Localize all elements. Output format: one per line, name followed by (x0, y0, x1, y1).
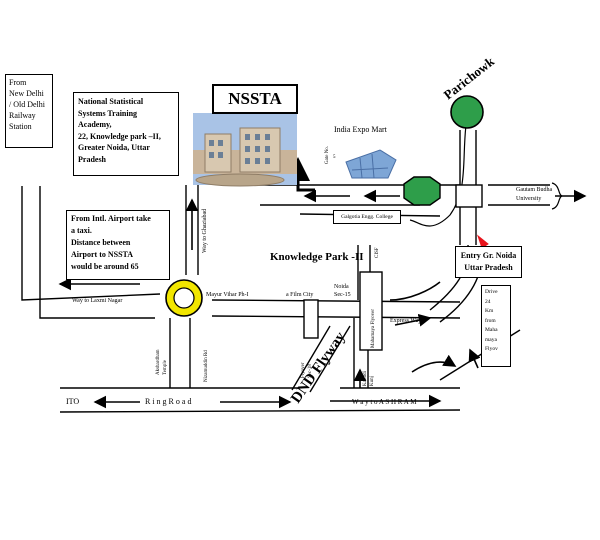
nssta-building-photo (193, 113, 297, 187)
label-cisf: CISF (375, 247, 380, 258)
label-flyover18-2: Sec-18 (308, 364, 313, 378)
station-line: Station (9, 122, 32, 131)
label-kalindi-1: Kalindi (363, 370, 368, 386)
expo-building-icon (345, 149, 397, 179)
label-gautam-2: University (516, 196, 541, 202)
from-station-box: From New Delhi / Old Delhi Railway Stati… (5, 74, 53, 148)
academy-line: Academy, (78, 120, 112, 129)
label-flyover18-1: Flyover (301, 362, 306, 378)
arrow-expressway (394, 313, 432, 327)
arrow-express (389, 281, 441, 301)
drive-line: Maha (485, 327, 498, 333)
drive-box: Drive 24 Km from Maha maya Flyov (481, 285, 511, 367)
hexagon-marker (403, 176, 441, 206)
arrow-to-nssta (286, 157, 315, 192)
label-kalindi-2: Kunj (370, 376, 375, 386)
label-noida-2: Sec-15 (334, 292, 351, 298)
route-curve (409, 124, 467, 227)
arrows (58, 157, 587, 409)
label-nizamuddin: Nizamuddin Rd (204, 350, 209, 382)
road-left-2 (39, 186, 155, 319)
galgotia-box: Galgotia Engg. College (333, 210, 401, 224)
label-expressway: Express Way (390, 318, 421, 324)
entry-box: Entry Gr. Noida Uttar Pradesh (455, 246, 522, 278)
label-india-expo: India Expo Mart (334, 125, 388, 134)
academy-line: Systems Training (78, 108, 138, 118)
station-line: / Old Delhi (9, 100, 45, 109)
label-gate-1: Gate No. (325, 146, 330, 164)
label-akshardham-2: Temple (163, 359, 168, 375)
label-ring-road: R i n g R o a d (145, 397, 191, 406)
airport-line: Distance between (71, 238, 131, 247)
galgotia-label: Galgotia Engg. College (341, 214, 393, 220)
label-laxmi: Way to Laxmi Nagar (72, 298, 122, 304)
label-akshardham-1: Akshardham (156, 349, 161, 375)
road-mayur-top (211, 299, 461, 303)
label-gautam-1: Gautam Budha (516, 187, 552, 193)
label-film-city: a Film City (286, 292, 313, 298)
drive-line: Drive (485, 289, 498, 295)
academy-line: 22, Knowledge park –II, (78, 131, 161, 141)
road-ring-bottom (59, 409, 461, 413)
airport-line: Airport to NSSTA (71, 250, 134, 259)
airport-line: a taxi. (71, 226, 92, 235)
road-mayur-bottom (211, 315, 461, 319)
road-left-1 (21, 186, 161, 301)
university-brace (551, 182, 563, 210)
label-mayur: Mayur Vihar Ph-I (206, 292, 249, 298)
airport-line: would be around 65 (71, 262, 139, 271)
label-gate-2: 5 (333, 155, 336, 160)
label-ashram: W a y t o A S H R A M (352, 398, 417, 406)
entry-line: Uttar Pradesh (464, 263, 513, 272)
academy-address-box: National Statistical Systems Training Ac… (73, 92, 179, 176)
label-ito: ITO (66, 397, 79, 406)
drive-line: maya (485, 336, 497, 343)
airport-line: From Intl. Airport take (71, 214, 151, 223)
junction-square (455, 184, 483, 208)
flyover-sec18-box (303, 299, 319, 339)
mahamaya-box (359, 271, 383, 351)
label-knowledge-park: Knowledge Park -II (270, 251, 364, 263)
drive-line: Flyov (485, 346, 498, 352)
label-dnd: DND Flyway (288, 329, 349, 407)
label-mahamaya: Mahamaya Flyover (371, 309, 376, 348)
station-line: From (9, 78, 27, 87)
academy-line: National Statistical (78, 97, 144, 106)
pari-chowk-circle (450, 95, 484, 129)
arrow-route-up (468, 348, 481, 369)
drive-line: 24 (485, 298, 491, 305)
nssta-title-box: NSSTA (212, 84, 298, 114)
station-line: Railway (9, 111, 36, 120)
station-line: New Delhi (9, 89, 44, 98)
page-title: NSSTA (228, 89, 282, 108)
road-dnd-2 (309, 325, 351, 393)
label-ghaziabad: Way to Ghaziabad (202, 209, 208, 253)
entry-line: Entry Gr. Noida (460, 251, 517, 260)
airport-box: From Intl. Airport take a taxi. Distance… (66, 210, 170, 280)
label-pari-chowk: Parichowk (441, 53, 498, 102)
arrow-diag-right (411, 354, 457, 373)
label-noida-1: Noida (334, 284, 349, 290)
roundabout (165, 279, 203, 317)
academy-line: Greater Noida, Uttar (78, 143, 150, 152)
academy-line: Pradesh (78, 154, 106, 164)
drive-line: from (485, 317, 496, 324)
drive-line: Km (485, 308, 494, 314)
road-dnd-1 (291, 325, 331, 391)
